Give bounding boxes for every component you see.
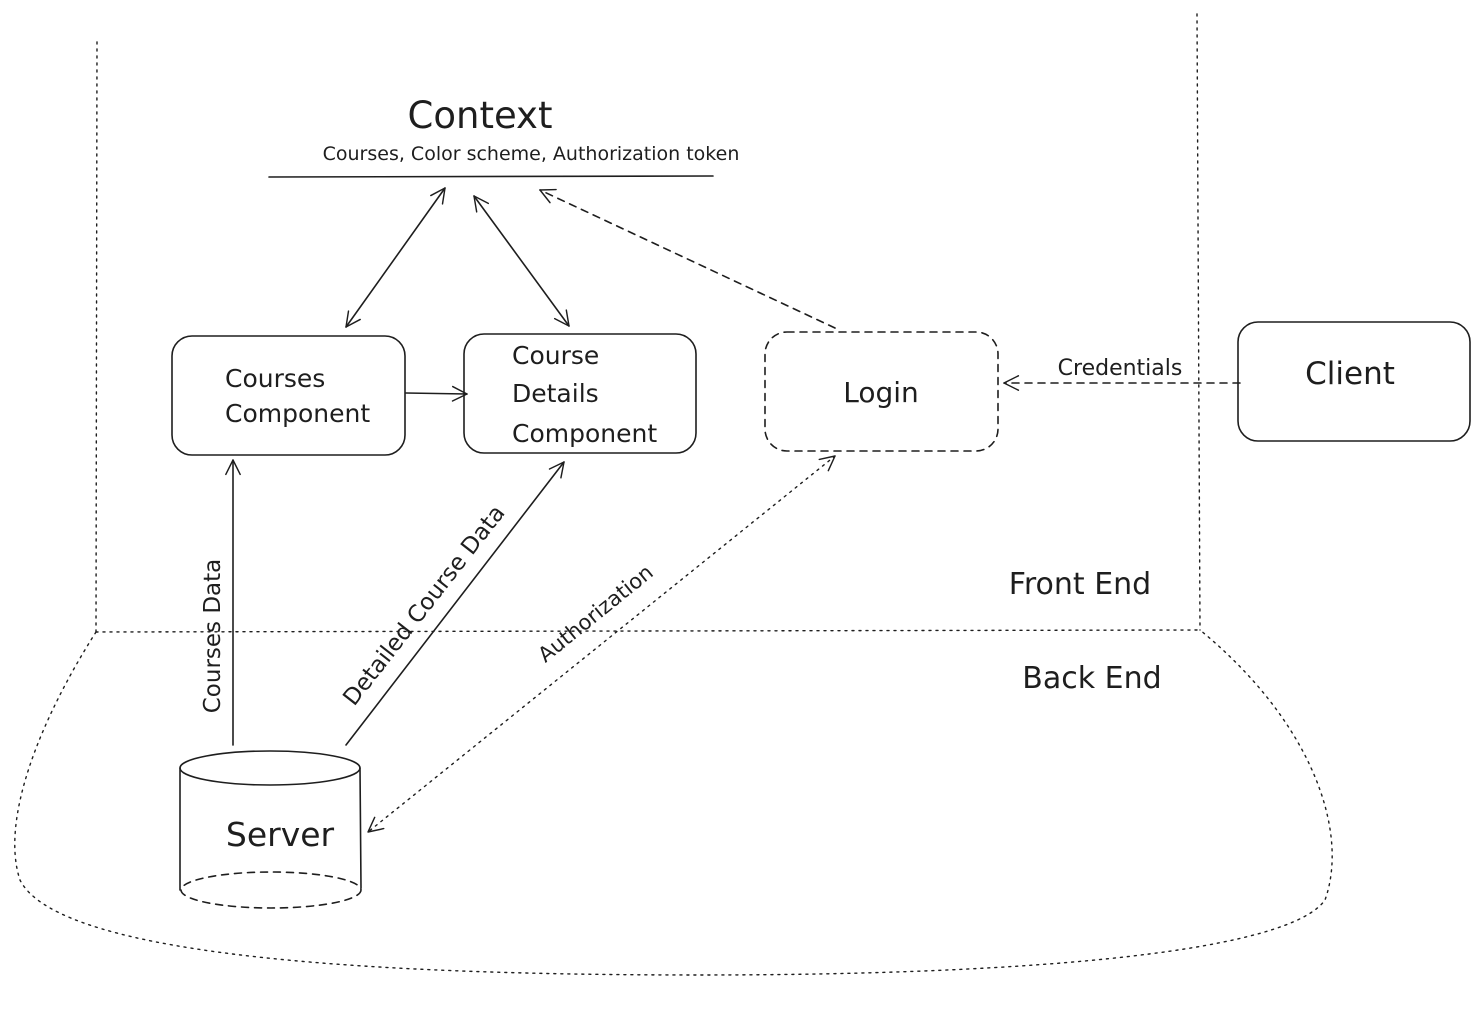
back-end-boundary	[14, 629, 1333, 976]
front-end-boundary	[95, 13, 1201, 633]
courses-to-details-arrow	[405, 385, 468, 402]
server-top-ellipse	[179, 750, 361, 786]
course-details-label-line2: Details	[512, 379, 599, 408]
courses-data-label: Courses Data	[200, 559, 226, 714]
client-box[interactable]	[1237, 321, 1471, 442]
login-node[interactable]: Login	[764, 331, 999, 452]
login-box[interactable]	[764, 331, 999, 452]
course-details-label-line3: Component	[512, 419, 657, 448]
server-right-side	[359, 767, 362, 889]
login-server-arrow	[367, 455, 836, 833]
courses-component-label-line2: Component	[225, 399, 370, 428]
course-details-component-node[interactable]: Course Details Component	[463, 333, 697, 454]
front-end-label: Front End	[1009, 567, 1151, 602]
context-subtitle: Courses, Color scheme, Authorization tok…	[323, 143, 740, 165]
server-to-details-arrow	[345, 461, 565, 746]
courses-component-box[interactable]	[171, 335, 406, 456]
back-end-label: Back End	[1022, 661, 1161, 696]
client-label: Client	[1305, 356, 1395, 392]
client-node[interactable]: Client	[1237, 321, 1471, 442]
context-underline	[268, 175, 714, 178]
course-details-label-line1: Course	[512, 341, 599, 370]
server-label: Server	[226, 815, 335, 854]
context-courses-arrow	[345, 187, 446, 328]
server-bottom-ellipse	[180, 871, 362, 909]
context-node: Context Courses, Color scheme, Authoriza…	[268, 94, 740, 178]
context-title: Context	[408, 94, 553, 137]
login-context-arrow	[539, 188, 836, 329]
courses-component-label-line1: Courses	[225, 364, 325, 393]
server-node[interactable]: Server	[179, 750, 362, 909]
context-details-arrow	[473, 195, 570, 327]
courses-component-node[interactable]: Courses Component	[171, 335, 406, 456]
credentials-label: Credentials	[1058, 356, 1183, 381]
detailed-course-data-label: Detailed Course Data	[338, 501, 510, 711]
login-label: Login	[843, 376, 919, 409]
